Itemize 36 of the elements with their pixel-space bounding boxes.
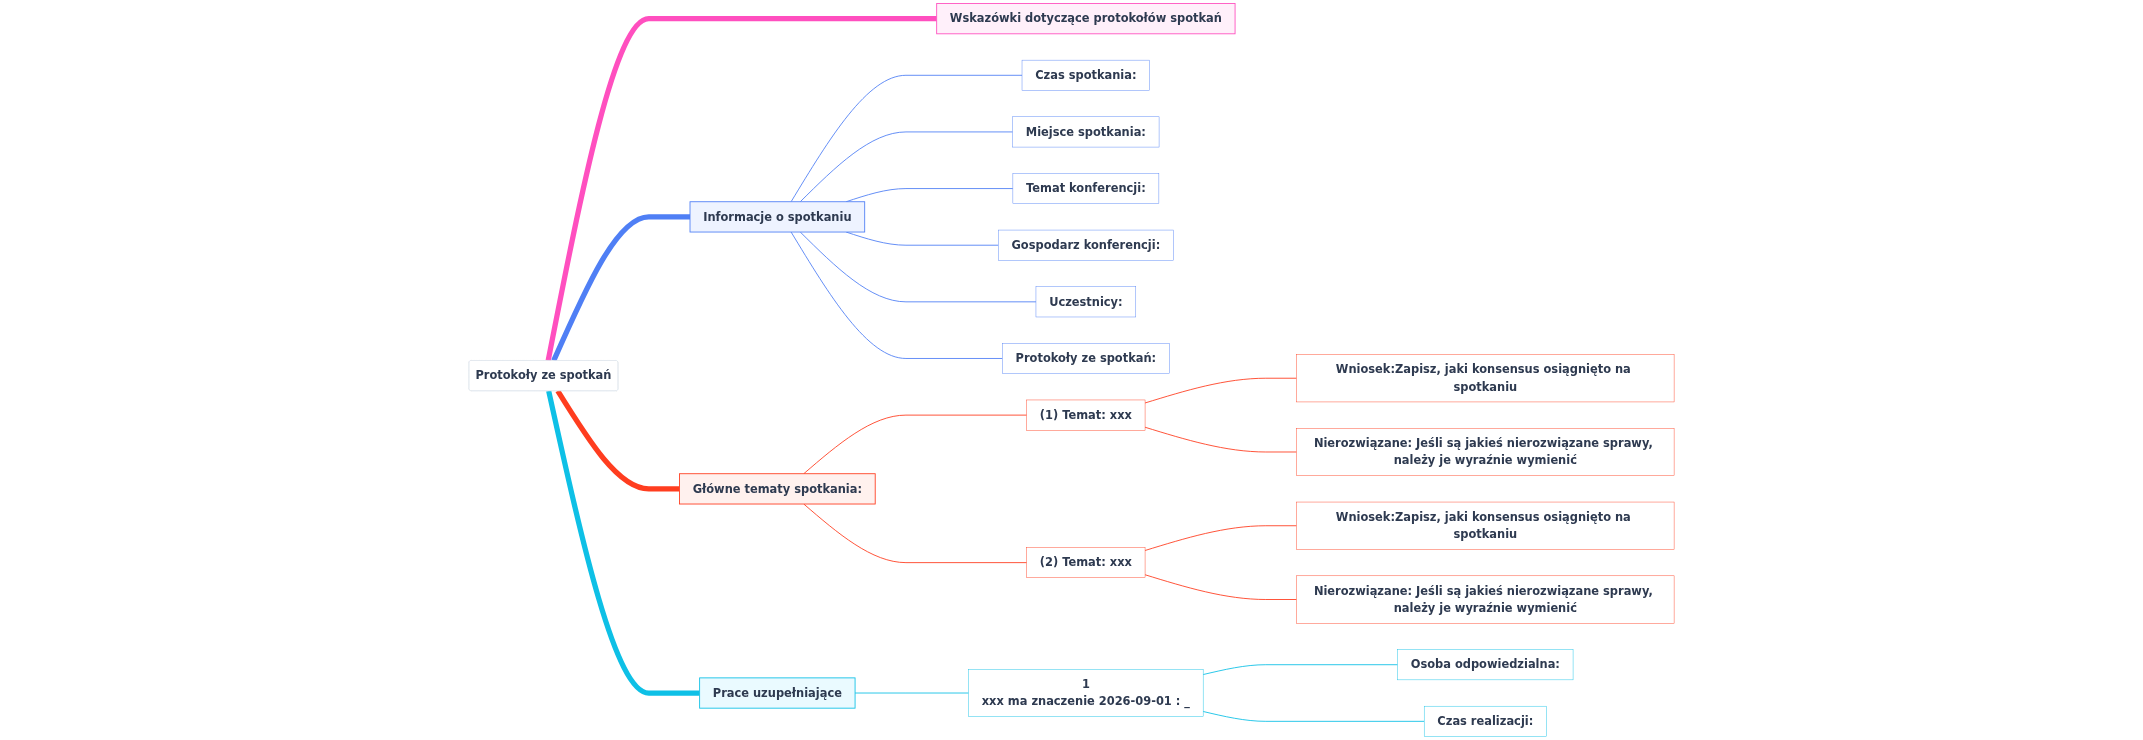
- connector: [790, 74, 1023, 203]
- node-box: Osoba odpowiedzialna:: [1397, 649, 1574, 681]
- connector: [545, 16, 937, 362]
- connector: [1144, 574, 1297, 600]
- node-box: Czas realizacji:: [1424, 705, 1547, 737]
- node-box: 1 xxx ma znaczenie 2026-09-01 : _: [968, 669, 1204, 717]
- connector: [555, 389, 680, 492]
- node-box: Wniosek:Zapisz, jaki konsensus osiągnięto na spotkaniu: [1296, 501, 1675, 550]
- node-box: Główne tematy spotkania:: [679, 473, 876, 505]
- node-box: (1) Temat: xxx: [1026, 399, 1146, 431]
- node-box: Temat konferencji:: [1012, 173, 1160, 204]
- node-box: Czas spotkania:: [1021, 59, 1150, 91]
- node-box: Uczestnicy:: [1035, 286, 1136, 318]
- connector: [1202, 711, 1425, 722]
- connector: [551, 214, 690, 362]
- connector: [1144, 377, 1297, 404]
- node-box: Gospodarz konferencji:: [998, 229, 1174, 261]
- node-box: Wniosek:Zapisz, jaki konsensus osiągnięto na spotkaniu: [1296, 354, 1675, 403]
- connector: [799, 231, 1037, 303]
- connector: [790, 231, 1003, 359]
- node-box: (2) Temat: xxx: [1026, 547, 1146, 578]
- connector: [803, 414, 1028, 475]
- node-box: Prace uzupełniające: [699, 677, 856, 709]
- connector: [1202, 664, 1398, 675]
- node-box: Informacje o spotkaniu: [689, 201, 866, 233]
- node-box: Protokoły ze spotkań:: [1002, 343, 1170, 374]
- node-box: Nierozwiązane: Jeśli są jakieś nierozwiązane sprawy, należy je wyraźnie wymienić: [1296, 575, 1675, 624]
- connector: [854, 692, 969, 694]
- connector: [803, 503, 1028, 564]
- connector: [1144, 426, 1297, 453]
- connector: [546, 390, 700, 696]
- node-box: Wskazówki dotyczące protokołów spotkań: [936, 3, 1236, 35]
- connector: [1144, 525, 1297, 551]
- node-box: Nierozwiązane: Jeśli są jakieś nierozwiązane sprawy, należy je wyraźnie wymienić: [1296, 428, 1675, 476]
- node-box: Miejsce spotkania:: [1012, 116, 1160, 148]
- connector: [799, 131, 1014, 203]
